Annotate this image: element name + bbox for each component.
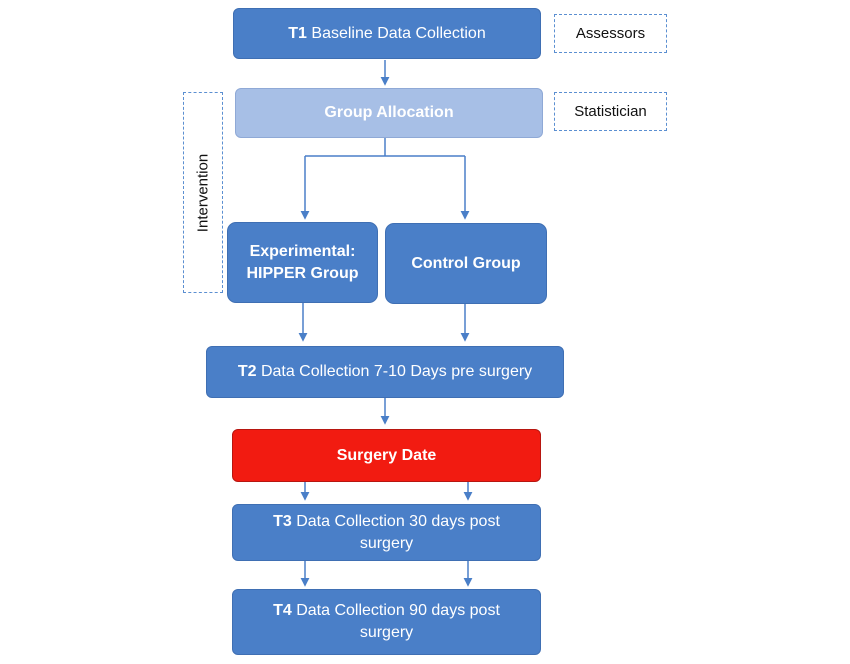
control-group-box: Control Group	[385, 223, 547, 304]
surgery-date-label: Surgery Date	[336, 446, 437, 464]
surgery-date-box: Surgery Date	[232, 429, 541, 482]
t4-line2: surgery	[359, 624, 414, 641]
t1-label: T1	[288, 24, 307, 42]
experimental-group-box: Experimental: HIPPER Group	[227, 222, 378, 303]
t3-label: T3	[273, 512, 292, 530]
t4-box: T4 Data Collection 90 days post surgery	[232, 589, 541, 655]
t2-text: Data Collection 7-10 Days pre surgery	[260, 363, 533, 381]
t4-label: T4	[273, 602, 292, 620]
group-allocation-box: Group Allocation	[235, 88, 543, 138]
t4-line1: Data Collection 90 days post	[296, 602, 500, 620]
assessors-box: Assessors	[554, 14, 667, 53]
t1-text: Baseline Data Collection	[311, 24, 486, 42]
group-allocation-label: Group Allocation	[324, 104, 454, 122]
assessors-label: Assessors	[575, 25, 646, 42]
experimental-line2: HIPPER Group	[246, 264, 359, 282]
intervention-box: Intervention	[183, 92, 223, 293]
t2-label: T2	[237, 363, 257, 381]
t3-line2: surgery	[359, 534, 414, 552]
statistician-box: Statistician	[554, 92, 667, 131]
t3-box: T3 Data Collection 30 days post surgery	[232, 504, 541, 561]
experimental-line1: Experimental:	[249, 242, 356, 260]
statistician-label: Statistician	[574, 103, 647, 120]
t2-box: T2 Data Collection 7-10 Days pre surgery	[206, 346, 564, 398]
t3-line1: Data Collection 30 days post	[296, 512, 500, 530]
control-group-label: Control Group	[411, 254, 521, 272]
t1-baseline-box: T1 Baseline Data Collection	[233, 8, 541, 59]
intervention-label: Intervention	[194, 153, 212, 232]
